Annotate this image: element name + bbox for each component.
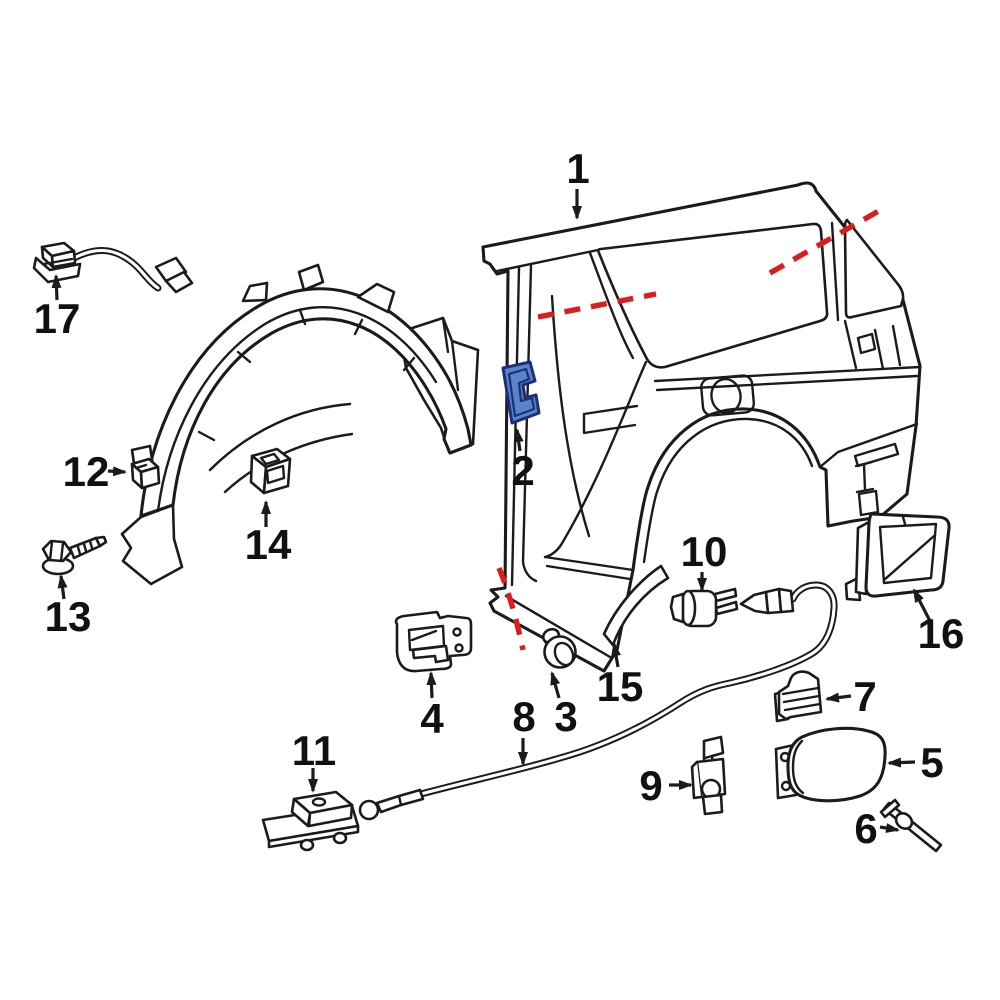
cable-bracket-drawing (690, 735, 727, 816)
part-number[interactable]: 12 (63, 448, 110, 495)
release-cable-drawing (358, 581, 838, 821)
callout-15[interactable]: 15 (597, 642, 644, 710)
wire-harness-drawing (32, 241, 194, 294)
cushion-clip-drawing (773, 670, 823, 723)
part-number[interactable]: 1 (566, 145, 589, 192)
part-number[interactable]: 16 (918, 610, 965, 657)
callout-2[interactable]: 2 (511, 428, 535, 494)
part-number[interactable]: 2 (511, 447, 534, 494)
callout-7[interactable]: 7 (825, 673, 877, 720)
part-number[interactable]: 7 (853, 673, 876, 720)
cable-grommet-drawing (669, 587, 739, 628)
callout-11[interactable]: 11 (292, 727, 336, 793)
mount-bracket-drawing (394, 610, 473, 673)
callout-17[interactable]: 17 (34, 274, 81, 342)
callout-5[interactable]: 5 (887, 739, 944, 786)
part-number[interactable]: 8 (512, 693, 535, 740)
part-number[interactable]: 11 (292, 727, 336, 774)
callout-1[interactable]: 1 (566, 145, 590, 220)
red-dash-lines (496, 205, 886, 651)
callout-14[interactable]: 14 (245, 500, 292, 568)
callout-8[interactable]: 8 (512, 693, 536, 766)
callout-10[interactable]: 10 (681, 528, 728, 592)
screw-drawing (41, 535, 108, 576)
seal-strip-drawing (602, 564, 670, 647)
highlighted-part-drawing[interactable] (501, 360, 541, 425)
part-number[interactable]: 4 (420, 695, 444, 742)
part-number[interactable]: 10 (681, 528, 728, 575)
fuel-door-drawing (774, 726, 887, 803)
part-number[interactable]: 14 (245, 521, 292, 568)
callout-16[interactable]: 16 (912, 588, 965, 657)
wheel-liner-drawing (120, 263, 480, 586)
part-number[interactable]: 6 (854, 805, 877, 852)
nut-drawing (249, 447, 292, 495)
callout-9[interactable]: 9 (639, 762, 693, 809)
part-number[interactable]: 9 (639, 762, 662, 809)
callout-6[interactable]: 6 (854, 805, 900, 852)
callout-4[interactable]: 4 (420, 671, 444, 742)
part-number[interactable]: 17 (34, 295, 81, 342)
hinge-pin-drawing (879, 798, 943, 853)
part-number[interactable]: 15 (597, 663, 644, 710)
part-number[interactable]: 5 (920, 739, 943, 786)
grommet-drawing (541, 627, 577, 669)
liner-clip-drawing (130, 457, 161, 490)
filler-housing-drawing (844, 512, 951, 602)
release-lever-drawing (261, 790, 360, 852)
callout-3[interactable]: 3 (550, 671, 578, 740)
part-number[interactable]: 3 (554, 693, 577, 740)
callouts: 1 2 3 4 5 6 7 8 (34, 145, 965, 852)
part-number[interactable]: 13 (45, 593, 92, 640)
callout-12[interactable]: 12 (63, 448, 127, 495)
callout-13[interactable]: 13 (45, 574, 92, 640)
